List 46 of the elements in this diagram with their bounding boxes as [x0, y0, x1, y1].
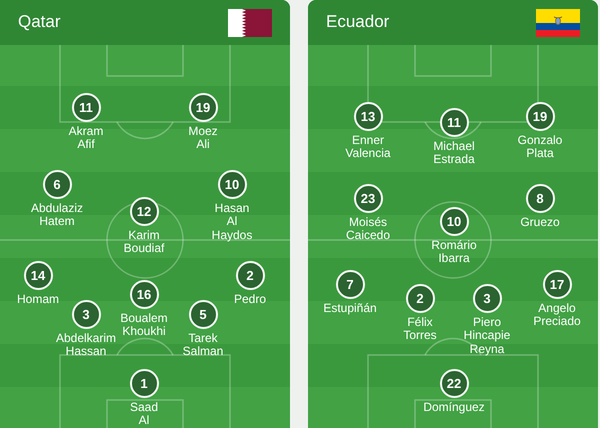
player-number: 2	[236, 260, 264, 290]
player-number: 11	[440, 108, 468, 136]
player-number: 5	[188, 300, 218, 328]
player-name: Saad Al	[130, 400, 158, 428]
player-name: Piero Hincapie Reyna	[464, 316, 510, 356]
player-number: 1	[130, 368, 158, 398]
player-number: 22	[440, 368, 468, 398]
player-number: 19	[188, 92, 218, 122]
player-name: Gonzalo Plata	[518, 134, 562, 160]
player-number: 17	[542, 270, 572, 298]
player-name: Tarek Salman	[182, 332, 224, 358]
player-number: 6	[42, 170, 72, 198]
player-name: Homam	[16, 292, 59, 306]
player-name: Enner Valencia	[345, 134, 391, 160]
player-name: Hasan Al Haydos	[212, 202, 252, 242]
team-name: Ecuador	[326, 12, 390, 32]
player-number: 10	[440, 206, 468, 236]
player-number: 3	[72, 300, 100, 328]
player-name: Angelo Preciado	[533, 302, 581, 328]
player-name: Domínguez	[423, 400, 485, 414]
player-number: 14	[24, 260, 52, 290]
player-number: 7	[336, 270, 364, 298]
player-number: 11	[72, 92, 100, 122]
player-number: 2	[406, 284, 434, 312]
player-name: Akram Afif	[68, 124, 104, 152]
player-name: Moisés Caicedo	[346, 216, 390, 242]
player-name: Romário Ibarra	[431, 238, 477, 266]
player-name: Pedro	[234, 292, 266, 306]
player-name: Moez Ali	[188, 124, 218, 152]
player-number: 10	[218, 170, 246, 198]
player-name: Abdelkarim Hassan	[56, 332, 116, 358]
player-name: Boualem Khoukhi	[120, 312, 168, 338]
player-name: Gruezo	[520, 216, 560, 229]
player-number: 3	[472, 284, 502, 312]
player-number: 12	[130, 196, 158, 226]
player-name: Michael Estrada	[433, 140, 475, 166]
player-number: 13	[354, 102, 382, 130]
player-name: Estupiñán	[323, 302, 377, 315]
player-number: 8	[526, 184, 554, 212]
player-name: Abdulaziz Hatem	[30, 202, 84, 228]
player-number: 16	[130, 280, 158, 308]
player-name: Félix Torres	[403, 316, 437, 342]
player-number: 23	[354, 184, 382, 212]
team-name: Qatar	[18, 12, 61, 32]
player-name: Karim Boudiaf	[124, 228, 164, 256]
player-number: 19	[526, 102, 554, 130]
